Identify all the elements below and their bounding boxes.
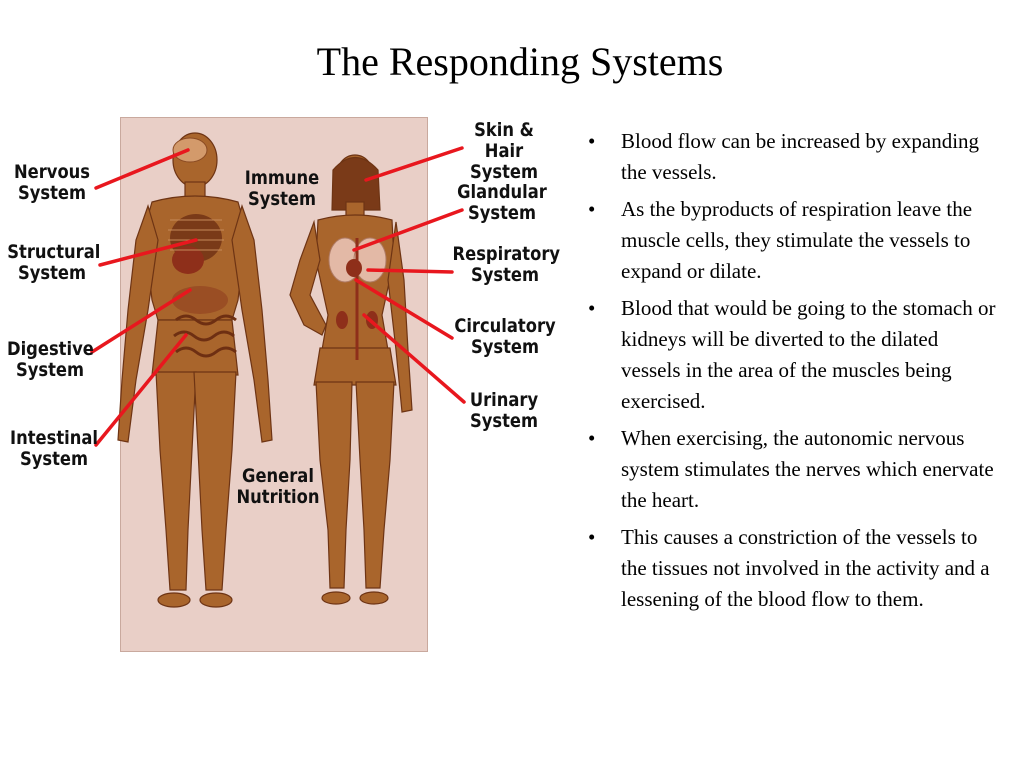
bullet-item: •Blood that would be going to the stomac… <box>578 293 998 417</box>
bullet-marker: • <box>588 525 596 549</box>
bullet-item: •As the byproducts of respiration leave … <box>578 194 998 287</box>
bullet-item: •Blood flow can be increased by expandin… <box>578 126 998 188</box>
bullet-item: •When exercising, the autonomic nervous … <box>578 423 998 516</box>
pointer-lines <box>90 146 466 447</box>
bullet-marker: • <box>588 129 596 153</box>
bullet-marker: • <box>588 296 596 320</box>
anatomy-figures <box>90 132 466 608</box>
female-figure <box>289 154 413 605</box>
bullet-item: •This causes a constriction of the vesse… <box>578 522 998 615</box>
bullet-list: •Blood flow can be increased by expandin… <box>578 126 998 621</box>
slide-title: The Responding Systems <box>316 39 724 84</box>
bullet-marker: • <box>588 426 596 450</box>
bullet-marker: • <box>588 197 596 221</box>
